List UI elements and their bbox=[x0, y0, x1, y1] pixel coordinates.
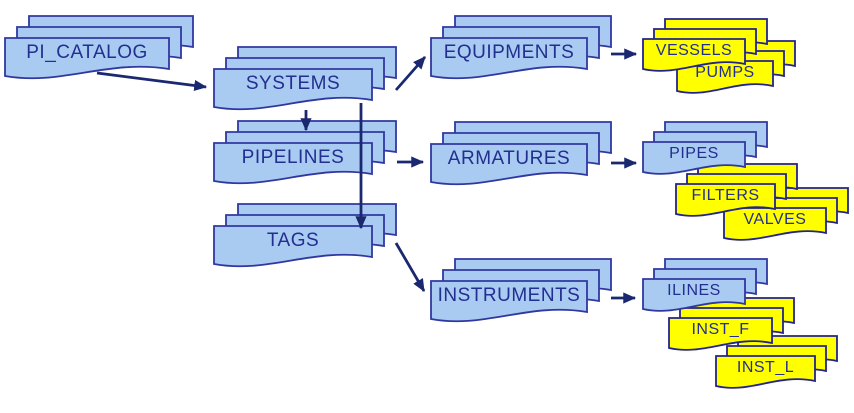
node-instruments: INSTRUMENTS bbox=[430, 258, 614, 333]
node-equipments-label: EQUIPMENTS bbox=[443, 42, 575, 63]
node-systems-label: SYSTEMS bbox=[245, 73, 341, 94]
node-vessels-label: VESSELS bbox=[655, 42, 733, 59]
node-pumps-label: PUMPS bbox=[695, 64, 755, 81]
node-valves: VALVES bbox=[723, 187, 851, 250]
node-tags-label: TAGS bbox=[266, 230, 320, 251]
node-inst-l: INST_L bbox=[715, 335, 840, 398]
node-pi-catalog-label: PI_CATALOG bbox=[26, 42, 148, 63]
node-filters-label: FILTERS bbox=[691, 187, 760, 204]
node-pipes: PIPES bbox=[642, 121, 770, 184]
edge-tags-instruments bbox=[394, 242, 426, 292]
node-instruments-label: INSTRUMENTS bbox=[437, 285, 581, 306]
node-pipes-label: PIPES bbox=[669, 145, 719, 162]
node-armatures-label: ARMATURES bbox=[447, 148, 571, 169]
edge-systems-equipments bbox=[394, 56, 427, 91]
node-vessels: VESSELS bbox=[642, 18, 770, 81]
node-armatures: ARMATURES bbox=[430, 121, 614, 196]
node-ilines: ILINES bbox=[642, 258, 770, 321]
node-inst-f-label: INST_F bbox=[691, 321, 750, 338]
node-tags: TAGS bbox=[213, 203, 399, 278]
node-pi-catalog: PI_CATALOG bbox=[4, 15, 196, 90]
node-filters: FILTERS bbox=[675, 163, 800, 226]
node-systems: SYSTEMS bbox=[213, 46, 399, 121]
node-equipments: EQUIPMENTS bbox=[430, 15, 614, 90]
node-inst-l-label: INST_L bbox=[736, 359, 795, 376]
node-inst-f: INST_F bbox=[668, 297, 797, 360]
node-ilines-label: ILINES bbox=[667, 282, 721, 299]
node-pipelines-label: PIPELINES bbox=[241, 147, 345, 168]
node-pipelines: PIPELINES bbox=[213, 120, 399, 195]
node-valves-label: VALVES bbox=[743, 211, 807, 228]
